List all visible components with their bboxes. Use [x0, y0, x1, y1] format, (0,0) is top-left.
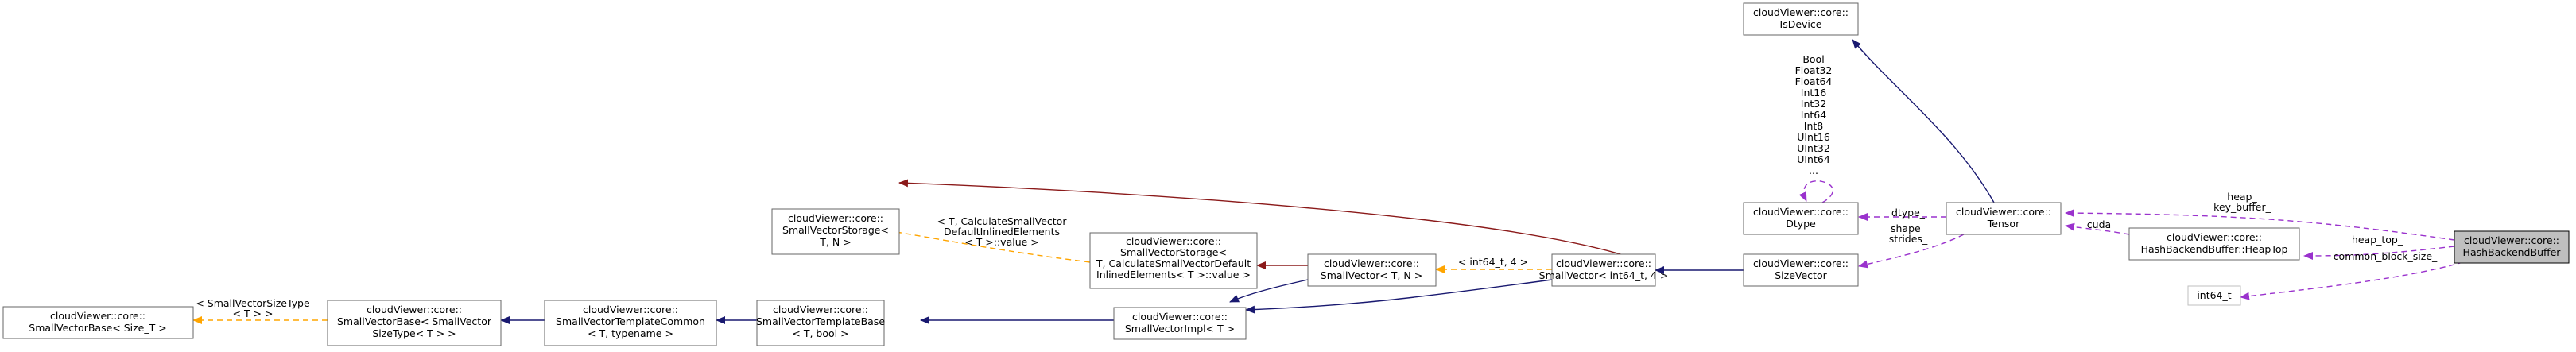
svg-text:SizeVector: SizeVector [1775, 269, 1827, 281]
svg-text:Float32: Float32 [1795, 64, 1833, 76]
svg-text:< SmallVectorSizeType: < SmallVectorSizeType [196, 297, 310, 309]
node-hashbackendbuffer[interactable]: cloudViewer::core:: HashBackendBuffer [2454, 230, 2570, 264]
node-isdevice[interactable]: cloudViewer::core:: IsDevice [1743, 2, 1859, 36]
svg-text:SmallVectorStorage<: SmallVectorStorage< [782, 224, 889, 236]
svg-text:SmallVectorStorage<: SmallVectorStorage< [1120, 246, 1227, 258]
node-templatecommon[interactable]: cloudViewer::core:: SmallVectorTemplateC… [544, 300, 717, 346]
svg-text:Float64: Float64 [1795, 75, 1833, 87]
node-smallvector-int64[interactable]: cloudViewer::core:: SmallVector< int64_t… [1539, 253, 1669, 287]
svg-text:< T >::value >: < T >::value > [964, 236, 1039, 248]
node-dtype[interactable]: cloudViewer::core:: Dtype [1743, 202, 1859, 235]
svg-text:T, CalculateSmallVectorDefault: T, CalculateSmallVectorDefault [1096, 257, 1251, 269]
svg-text:cloudViewer::core::: cloudViewer::core:: [1753, 257, 1849, 269]
svg-text:cloudViewer::core::: cloudViewer::core:: [50, 310, 145, 322]
svg-text:HashBackendBuffer::HeapTop: HashBackendBuffer::HeapTop [2141, 243, 2288, 255]
svg-text:HashBackendBuffer: HashBackendBuffer [2463, 246, 2562, 258]
edge-label-heap-top: heap_top_ [2352, 234, 2403, 246]
svg-text:SmallVector< int64_t, 4 >: SmallVector< int64_t, 4 > [1539, 269, 1669, 281]
edge-label-int64-4: < int64_t, 4 > [1458, 256, 1528, 268]
svg-text:cloudViewer::core::: cloudViewer::core:: [1132, 311, 1228, 323]
svg-text:< T, CalculateSmallVector: < T, CalculateSmallVector [937, 215, 1068, 227]
node-smallvector-tn[interactable]: cloudViewer::core:: SmallVector< T, N > [1307, 253, 1437, 287]
svg-text:DefaultInlinedElements: DefaultInlinedElements [944, 226, 1060, 238]
svg-text:cloudViewer::core::: cloudViewer::core:: [1956, 206, 2051, 218]
edge-storage-template-instance [875, 226, 1091, 263]
svg-text:UInt32: UInt32 [1797, 142, 1830, 154]
svg-text:cloudViewer::core::: cloudViewer::core:: [2167, 231, 2262, 243]
edge-heaptop-to-hashbuffer [2303, 246, 2455, 260]
svg-text:cloudViewer::core::: cloudViewer::core:: [1556, 257, 1651, 269]
svg-text:UInt64: UInt64 [1797, 153, 1830, 165]
edge-tensor-to-heaptop [2065, 222, 2130, 235]
edge-smallvector-int64-inherits-impl [1245, 279, 1553, 314]
svg-text:strides_: strides_ [1889, 233, 1928, 245]
edge-sizevector-to-tensor [1858, 234, 1965, 269]
svg-text:cloudViewer::core::: cloudViewer::core:: [2464, 234, 2559, 246]
edge-label-cuda: cuda [2087, 219, 2111, 230]
svg-text:...: ... [1809, 164, 1818, 176]
svg-text:cloudViewer::core::: cloudViewer::core:: [1753, 6, 1849, 18]
node-smallvectorstorage[interactable]: cloudViewer::core:: SmallVectorStorage< … [771, 208, 900, 255]
svg-text:SmallVectorBase< SmallVector: SmallVectorBase< SmallVector [337, 315, 492, 327]
svg-text:Bool: Bool [1802, 53, 1824, 65]
edge-smallvector-int64-uses-storage [898, 179, 1639, 261]
node-int64t[interactable]: int64_t [2187, 285, 2241, 306]
node-smallvectorstorage-default[interactable]: cloudViewer::core:: SmallVectorStorage< … [1089, 232, 1258, 289]
svg-text:IsDevice: IsDevice [1780, 18, 1822, 30]
svg-text:cloudViewer::core::: cloudViewer::core:: [583, 304, 678, 315]
svg-text:shape_: shape_ [1891, 222, 1926, 234]
node-vectorbase-size-t[interactable]: cloudViewer::core:: SmallVectorBase< Siz… [2, 306, 194, 339]
svg-text:< T, bool >: < T, bool > [792, 327, 848, 339]
svg-text:SmallVectorBase< Size_T >: SmallVectorBase< Size_T > [29, 322, 166, 334]
svg-text:InlinedElements< T >::value >: InlinedElements< T >::value > [1096, 269, 1251, 280]
node-heaptop[interactable]: cloudViewer::core:: HashBackendBuffer::H… [2128, 227, 2300, 261]
svg-text:SmallVectorImpl< T >: SmallVectorImpl< T > [1125, 323, 1235, 335]
svg-text:SmallVectorTemplateCommon: SmallVectorTemplateCommon [556, 315, 705, 327]
node-tensor[interactable]: cloudViewer::core:: Tensor [1946, 202, 2062, 235]
svg-text:int64_t: int64_t [2197, 289, 2231, 301]
svg-text:Tensor: Tensor [1987, 218, 2020, 230]
svg-text:key_buffer_: key_buffer_ [2213, 201, 2271, 213]
svg-text:cloudViewer::core::: cloudViewer::core:: [367, 304, 462, 315]
edge-label-heap-keybuffer: heap_ key_buffer_ [2213, 191, 2271, 213]
edge-tensor-to-hashbuffer [2065, 209, 2455, 241]
node-sizevector[interactable]: cloudViewer::core:: SizeVector [1743, 253, 1859, 287]
edge-label-common-block-size: common_block_size_ [2334, 250, 2438, 262]
edge-int64-to-hashbuffer [2240, 258, 2473, 300]
svg-text:< T, typename >: < T, typename > [588, 327, 673, 339]
node-templatebase[interactable]: cloudViewer::core:: SmallVectorTemplateB… [756, 300, 885, 346]
svg-text:Int16: Int16 [1801, 87, 1826, 99]
svg-text:heap_: heap_ [2227, 191, 2257, 203]
edge-label-dtype: dtype_ [1891, 207, 1926, 219]
svg-text:T, N >: T, N > [819, 236, 851, 248]
node-smallvectorimpl[interactable]: cloudViewer::core:: SmallVectorImpl< T > [1113, 307, 1247, 340]
edge-label-shape-strides: shape_ strides_ [1889, 222, 1928, 245]
svg-text:SmallVectorTemplateBase: SmallVectorTemplateBase [756, 315, 885, 327]
edge-tensor-inherits-isdevice [1852, 39, 1995, 203]
svg-text:UInt16: UInt16 [1797, 131, 1830, 143]
svg-text:< T > >: < T > > [233, 308, 274, 319]
svg-text:cloudViewer::core::: cloudViewer::core:: [1126, 235, 1221, 247]
svg-text:Int64: Int64 [1801, 109, 1826, 121]
svg-text:Int8: Int8 [1804, 120, 1824, 132]
edge-smallvector-tn-inherits-impl [1229, 279, 1309, 303]
svg-text:Int32: Int32 [1801, 98, 1826, 110]
svg-text:cloudViewer::core::: cloudViewer::core:: [1753, 206, 1849, 218]
node-vectorbase-sizetype[interactable]: cloudViewer::core:: SmallVectorBase< Sma… [327, 300, 502, 346]
svg-text:cloudViewer::core::: cloudViewer::core:: [773, 304, 868, 315]
svg-text:SizeType< T > >: SizeType< T > > [372, 327, 456, 339]
edge-label-dtype-values: Bool Float32 Float64 Int16 Int32 Int64 I… [1795, 53, 1833, 176]
svg-text:cloudViewer::core::: cloudViewer::core:: [1324, 257, 1419, 269]
edge-label-storage-default: < T, CalculateSmallVector DefaultInlined… [937, 215, 1068, 248]
svg-text:Dtype: Dtype [1786, 218, 1816, 230]
edge-label-sizetype: < SmallVectorSizeType < T > > [196, 297, 310, 319]
edge-dtype-self-loop [1798, 180, 1833, 203]
svg-text:cloudViewer::core::: cloudViewer::core:: [788, 212, 883, 224]
svg-text:SmallVector< T, N >: SmallVector< T, N > [1321, 269, 1422, 281]
